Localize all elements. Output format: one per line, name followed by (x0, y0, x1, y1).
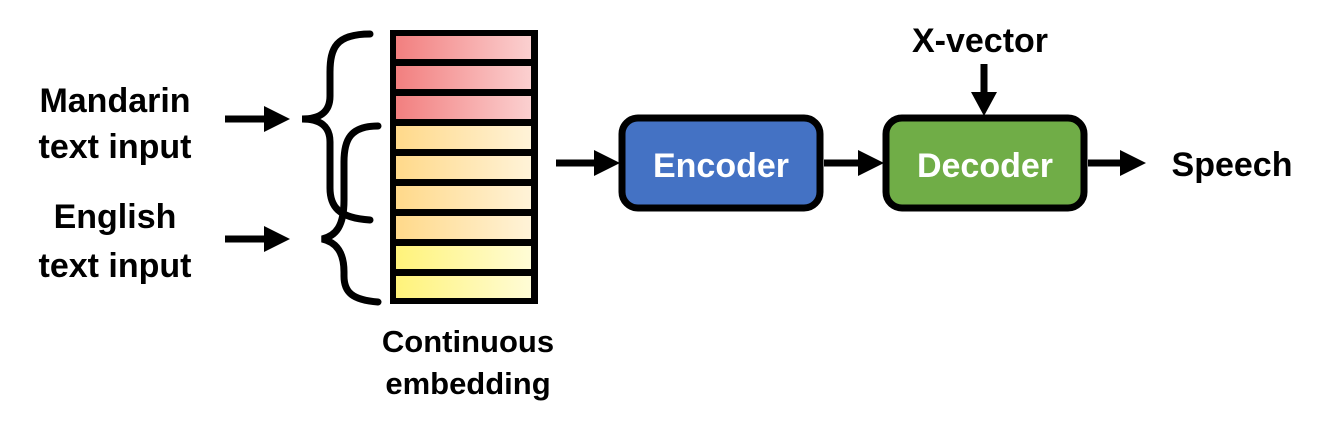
xvector-arrow (971, 64, 997, 116)
encoder-block: Encoder (618, 114, 824, 212)
embedding-stack (390, 30, 538, 304)
embedding-row (396, 66, 531, 89)
decoder-block: Decoder (882, 114, 1088, 212)
decoder-label: Decoder (917, 147, 1053, 185)
mandarin-label-line2: text input (39, 128, 192, 166)
mandarin-input-label: Mandarin text input (39, 82, 192, 166)
english-input-arrow (225, 226, 290, 252)
embedding-label-line2: embedding (385, 366, 550, 401)
english-input-label: English text input (39, 198, 192, 285)
encoder-box (618, 114, 824, 212)
embedding-row (396, 156, 531, 179)
english-brace (321, 122, 382, 306)
embedding-row (396, 126, 531, 149)
embedding-row (396, 216, 531, 239)
encoder-label: Encoder (653, 147, 789, 185)
embedding-to-encoder-arrow (556, 150, 620, 176)
mandarin-brace (301, 30, 374, 224)
english-label-line1: English (54, 198, 177, 236)
embedding-row (396, 96, 531, 119)
embedding-label-line1: Continuous (382, 324, 554, 359)
mandarin-input-arrow (225, 106, 290, 132)
embedding-row (396, 36, 531, 59)
embedding-row (396, 276, 531, 298)
speech-output-label: Speech (1172, 146, 1293, 184)
encoder-to-decoder-arrow (824, 150, 884, 176)
embedding-row (396, 186, 531, 209)
embedding-row (396, 246, 531, 269)
decoder-to-speech-arrow (1088, 150, 1146, 176)
xvector-label: X-vector (912, 22, 1048, 60)
embedding-label: Continuous embedding (382, 324, 554, 401)
mandarin-label-line1: Mandarin (39, 82, 190, 120)
english-label-line2: text input (39, 247, 192, 285)
decoder-box (882, 114, 1088, 212)
